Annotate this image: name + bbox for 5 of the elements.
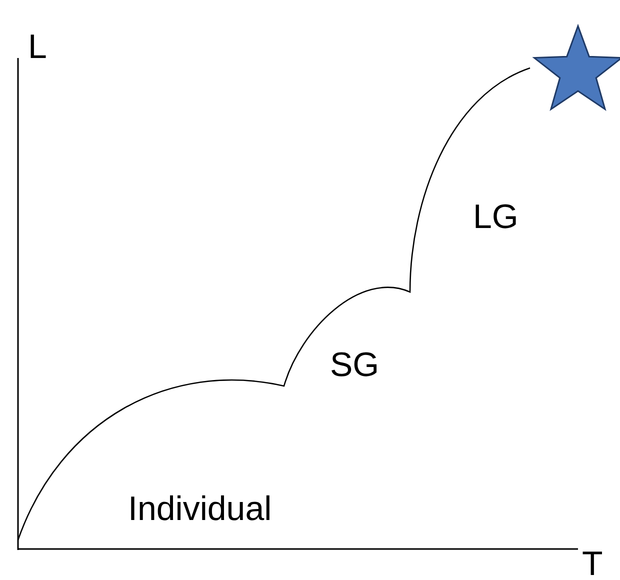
axis-or-region-label: Individual [128,492,272,526]
axis-or-region-label: SG [330,348,380,382]
axis-or-region-label: LG [473,200,518,234]
axis-or-region-label: L [28,30,47,64]
axis-or-region-label: T [582,547,603,580]
